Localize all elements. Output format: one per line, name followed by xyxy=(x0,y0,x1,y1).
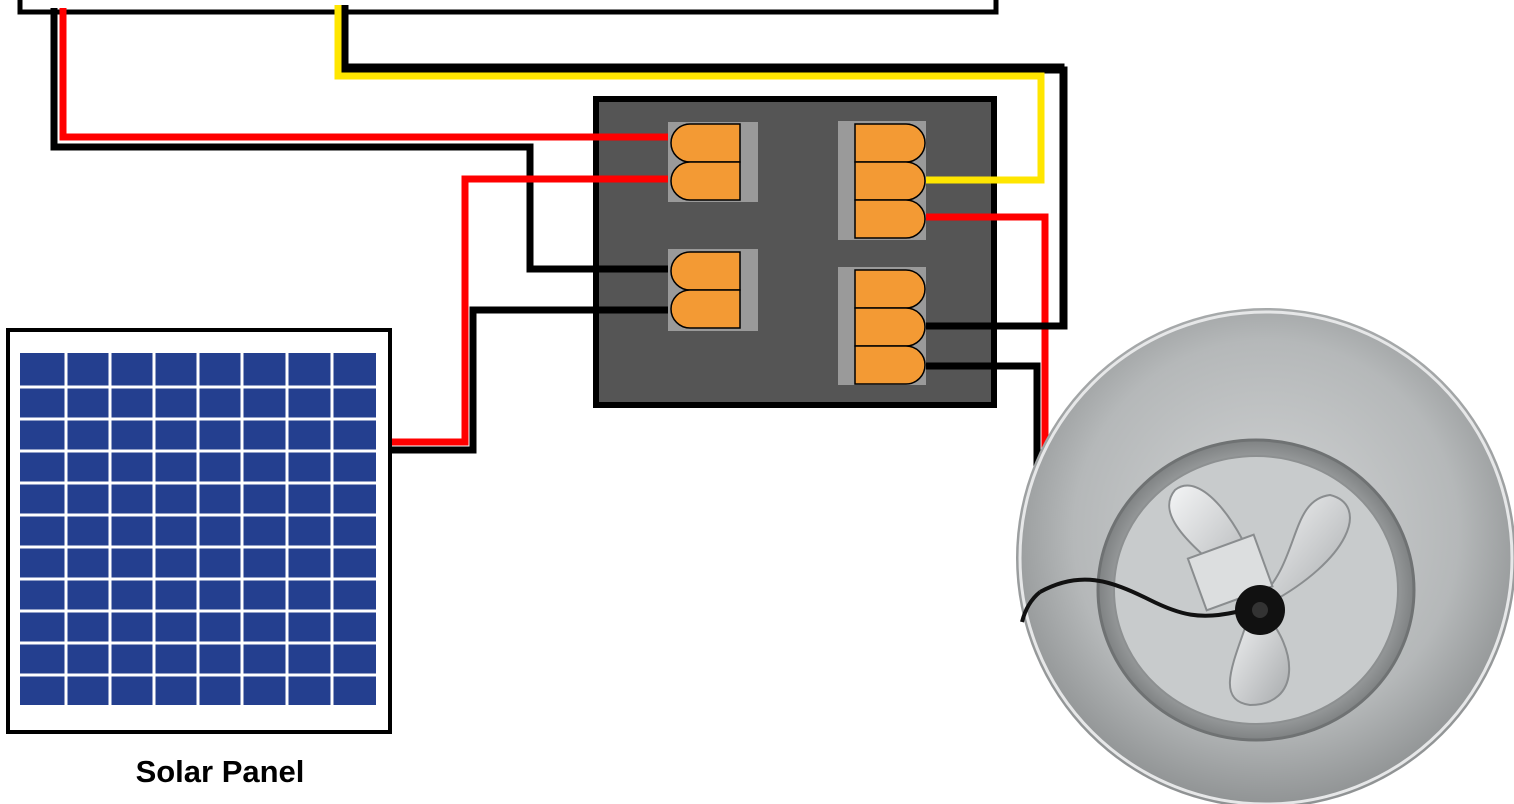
wires xyxy=(50,5,1068,592)
wire-red-panel xyxy=(392,175,674,446)
wire-red-top xyxy=(59,8,674,141)
connector-top-right xyxy=(838,121,926,240)
connector-bottom-left xyxy=(668,249,758,331)
solar-panel xyxy=(6,328,392,734)
junction-box xyxy=(593,96,997,408)
attic-fan xyxy=(1016,308,1514,804)
solar-panel-label: Solar Panel xyxy=(135,754,305,789)
wire-yellow-edge xyxy=(343,5,1065,326)
fan-blades xyxy=(1168,484,1351,707)
wire-yellow xyxy=(334,5,1045,184)
wire-black-top xyxy=(50,8,676,273)
connector-top-left xyxy=(668,122,758,202)
solar-panel-gridlines xyxy=(20,353,376,705)
connector-bottom-right xyxy=(838,267,926,385)
wire-black-panel xyxy=(392,306,676,454)
top-device-box xyxy=(17,0,999,15)
fan-cord xyxy=(1039,577,1237,618)
